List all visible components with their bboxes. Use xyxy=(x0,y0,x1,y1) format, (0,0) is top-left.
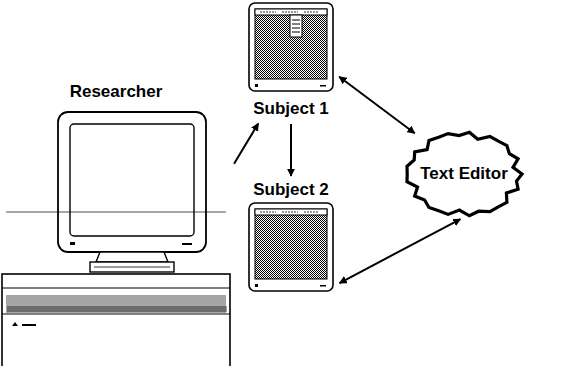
node-label: Subject 1 xyxy=(236,99,346,119)
arrow-connector xyxy=(340,219,461,283)
node-label: Text Editor xyxy=(420,164,508,184)
researcher-computer-drawing xyxy=(0,82,232,366)
arrow-connector xyxy=(339,77,415,133)
subject-monitor: Subject 2 xyxy=(246,180,336,294)
node-label: Researcher xyxy=(46,82,186,102)
subject-monitor: Subject 1 xyxy=(246,0,336,120)
arrow-connector xyxy=(234,123,258,163)
cloud-shape: Text Editor xyxy=(400,126,528,222)
arrow-connector xyxy=(290,124,292,176)
researcher-computer: Researcher xyxy=(0,82,232,366)
node-label: Subject 2 xyxy=(236,180,346,200)
